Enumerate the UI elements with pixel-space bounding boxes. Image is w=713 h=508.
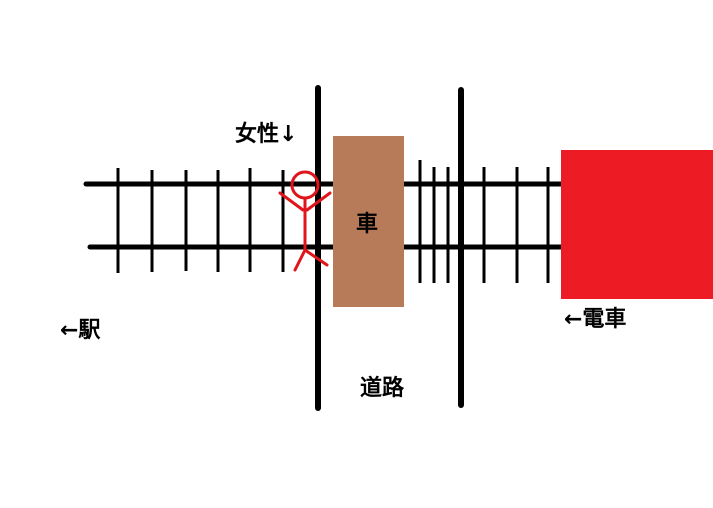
station-label: ←駅 <box>60 318 101 343</box>
car-label: 車 <box>356 212 379 237</box>
woman-leg-left <box>293 248 307 272</box>
train-label: ←電車 <box>564 307 627 332</box>
woman-arm-right <box>305 191 332 212</box>
woman-label: 女性↓ <box>235 122 298 147</box>
woman-arm-left <box>278 191 305 212</box>
train-block <box>561 150 713 299</box>
road-label: 道路 <box>360 376 405 401</box>
woman-figure <box>278 170 332 272</box>
car-block <box>333 136 404 307</box>
sleepers <box>116 160 550 283</box>
woman-leg-right <box>303 248 329 267</box>
